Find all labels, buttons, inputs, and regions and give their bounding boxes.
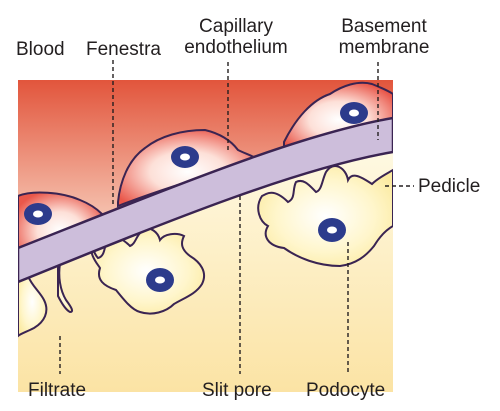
label-pedicle: Pedicle (418, 176, 481, 197)
label-basement-membrane-line1: Basement (341, 16, 427, 37)
nucleus-endothelial-middle (171, 146, 199, 168)
basement-membrane (18, 116, 393, 284)
label-capillary-endothelium: Capillary endothelium (174, 16, 298, 58)
label-slit-pore: Slit pore (202, 380, 272, 401)
nucleus-podocyte-middle (146, 268, 174, 292)
nucleus-endothelial-left (24, 203, 52, 225)
nucleus-podocyte-right (318, 218, 346, 242)
podocyte-right (257, 165, 393, 268)
podocyte-left-foot (57, 263, 74, 314)
nucleus-endothelial-right (340, 102, 368, 124)
label-blood: Blood (16, 39, 65, 60)
label-podocyte: Podocyte (306, 380, 386, 401)
label-basement-membrane: Basement membrane (332, 16, 436, 58)
label-capillary-endothelium-line2: endothelium (184, 37, 288, 58)
label-capillary-endothelium-line1: Capillary (199, 16, 273, 37)
label-basement-membrane-line2: membrane (338, 37, 430, 58)
label-filtrate: Filtrate (28, 380, 87, 401)
podocyte-left (18, 266, 48, 338)
label-fenestra: Fenestra (86, 39, 161, 60)
